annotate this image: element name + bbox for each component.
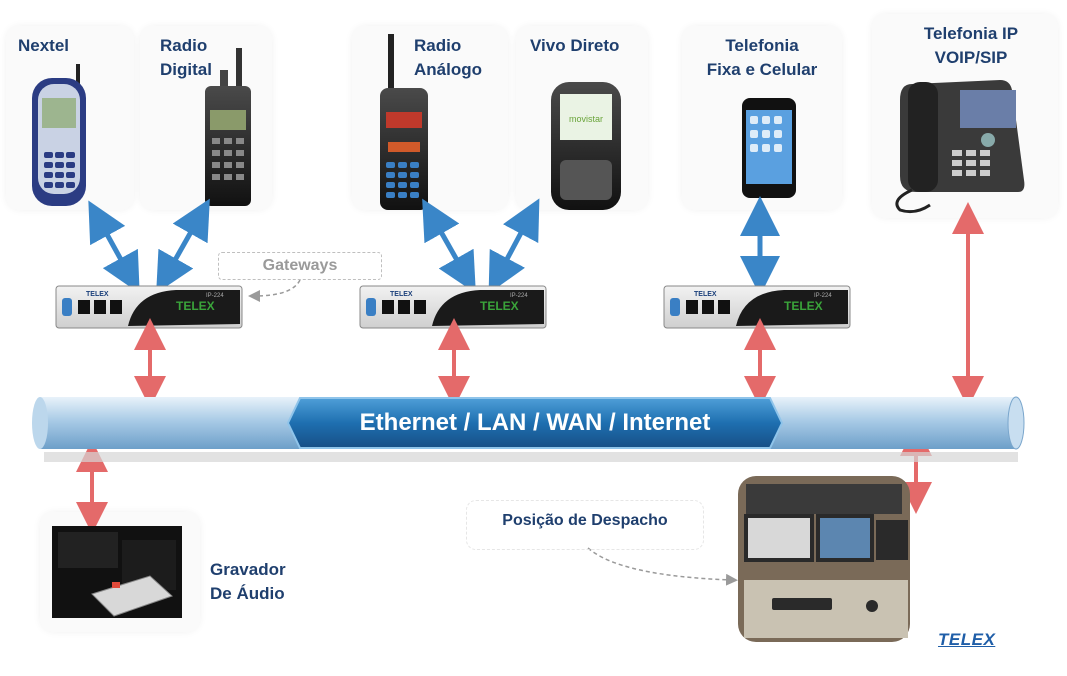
radio-analogo-line-2: Análogo: [414, 60, 482, 79]
analog-radio-icon: [380, 34, 428, 210]
network-label: Ethernet / LAN / WAN / Internet: [359, 409, 711, 436]
gateway-box-2: TELEX IP-224 TELEX: [359, 285, 547, 329]
telefonia-fixa-label: Telefonia Fixa e Celular: [684, 34, 840, 82]
gateway-brand-small: TELEX: [390, 291, 413, 298]
dispatch-label: Posição de Despacho: [466, 500, 704, 550]
gateway-brand-small: TELEX: [694, 291, 717, 298]
telex-logo: TELEX: [938, 630, 996, 649]
radio-digital-label: Radio Digital: [160, 34, 212, 82]
gateway-box-1: TELEX IP-224 TELEX: [55, 285, 243, 329]
telefonia-ip-label: Telefonia IP VOIP/SIP: [886, 22, 1056, 70]
gateway-model: IP-224: [510, 293, 528, 299]
radio-analogo-label: Radio Análogo: [414, 34, 482, 82]
telefonia-fixa-line-1: Telefonia: [725, 36, 799, 55]
digital-radio-icon: [205, 48, 251, 206]
dispatch-workstation-photo: [738, 476, 910, 642]
recorder-label: Gravador De Áudio: [210, 558, 286, 606]
blackberry-phone-icon: movistar: [551, 82, 621, 210]
gateway-brand-small: TELEX: [86, 291, 109, 298]
radio-analogo-line-1: Radio: [414, 36, 462, 55]
gateways-pointer: [248, 279, 301, 302]
nextel-label: Nextel: [18, 36, 70, 55]
dispatch-pointer: [587, 547, 738, 586]
telefonia-fixa-line-2: Fixa e Celular: [706, 60, 818, 79]
audio-recorder-icon: [52, 526, 182, 618]
ip-desk-phone-icon: [895, 80, 1025, 214]
network-banner: [286, 397, 784, 449]
gateway-model: IP-224: [814, 293, 832, 299]
recorder-line-2: De Áudio: [210, 584, 285, 603]
smartphone-icon: [742, 98, 796, 198]
gateway-brand: TELEX: [784, 299, 823, 313]
radio-analogo-card: [352, 26, 508, 210]
link-radio-digital-gateway: [156, 198, 210, 294]
vivo-direto-label: Vivo Direto: [530, 36, 620, 55]
phone-screen-text: movistar: [569, 114, 603, 124]
radio-digital-line-1: Radio: [160, 36, 208, 55]
gateway-brand: TELEX: [480, 299, 519, 313]
gateway-box-3: TELEX IP-224 TELEX: [663, 285, 851, 329]
telefonia-ip-line-1: Telefonia IP: [923, 24, 1019, 43]
recorder-line-1: Gravador: [210, 560, 286, 579]
nextel-phone-icon: [32, 64, 86, 206]
gateway-brand: TELEX: [176, 299, 215, 313]
gateways-label: Gateways: [218, 252, 382, 280]
link-nextel-gateway: [88, 200, 140, 294]
telefonia-ip-line-2: VOIP/SIP: [934, 48, 1008, 67]
link-radio-analogo-gateway: [422, 198, 476, 294]
gateway-model: IP-224: [206, 293, 224, 299]
link-vivo-direto-gateway: [488, 198, 540, 294]
radio-digital-line-2: Digital: [160, 60, 212, 79]
